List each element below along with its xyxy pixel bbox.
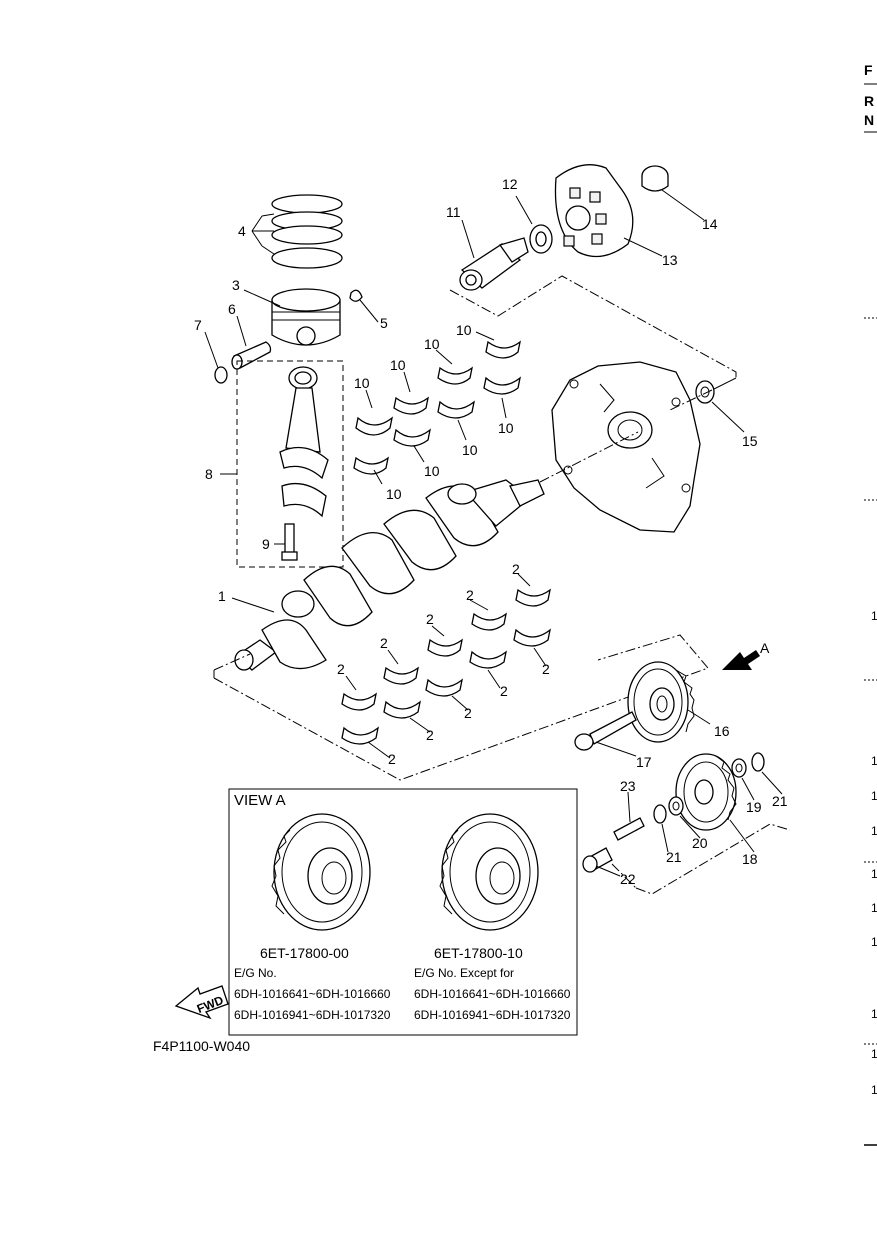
balancer-cover (554, 164, 634, 258)
drive-gear (627, 661, 695, 743)
view-a-left-code: 6ET-17800-00 (260, 945, 349, 961)
piston-pin-clip-5 (349, 289, 363, 302)
callout-21-right: 21 (772, 793, 788, 809)
plug (641, 165, 669, 192)
circlip-21-left (653, 804, 667, 824)
main-bearings (353, 340, 521, 475)
callout-2-g: 2 (466, 587, 474, 603)
rod-bolt (281, 523, 298, 561)
piston-pin (231, 341, 272, 370)
callout-17: 17 (636, 754, 652, 770)
callout-6: 6 (228, 301, 236, 317)
edge-mark-1h: 1 (871, 1007, 877, 1021)
callout-7: 7 (194, 317, 202, 333)
callout-2-c: 2 (380, 635, 388, 651)
callout-5: 5 (380, 315, 388, 331)
callout-19: 19 (746, 799, 762, 815)
edge-mark-1a: 1 (871, 609, 877, 623)
edge-mark-1j: 1 (871, 1083, 877, 1097)
edge-mark-1g: 1 (871, 935, 877, 949)
callout-labels: 1 3 4 5 6 7 8 9 11 12 13 14 15 16 17 18 … (194, 176, 788, 887)
piston (271, 288, 341, 346)
callout-2-i: 2 (512, 561, 520, 577)
crank-bearings (341, 588, 551, 745)
right-edge-marks: F R N 1 1 1 1 1 1 1 1 1 1 (864, 62, 877, 1146)
edge-mark-n: N (864, 112, 874, 128)
figure-code: F4P1100-W040 (153, 1038, 250, 1054)
view-a-left-line3: 6DH-1016941~6DH-1017320 (234, 1008, 391, 1022)
leader-lines (204, 189, 783, 877)
gear-bolt (574, 711, 637, 751)
callout-10-d: 10 (424, 463, 440, 479)
edge-mark-1b: 1 (871, 754, 877, 768)
edge-mark-1i: 1 (871, 1047, 877, 1061)
collar (582, 847, 613, 873)
view-a-right-line3: 6DH-1016941~6DH-1017320 (414, 1008, 571, 1022)
thrust-washer (529, 224, 553, 254)
view-a-right-line2: 6DH-1016641~6DH-1016660 (414, 987, 571, 1001)
piston-pin-clip-7 (214, 366, 228, 384)
edge-mark-r: R (864, 93, 874, 109)
view-a-gear-right (439, 813, 539, 931)
washer-19 (731, 758, 747, 778)
callout-21-left: 21 (666, 849, 682, 865)
view-a-gear-left (271, 813, 371, 931)
callout-10-g: 10 (456, 322, 472, 338)
crankshaft (234, 479, 545, 671)
callout-2-b: 2 (388, 751, 396, 767)
view-arrow (722, 650, 760, 670)
callout-2-a: 2 (337, 661, 345, 677)
crankcase-housing (551, 361, 701, 533)
view-a-box (228, 788, 578, 1036)
callout-11: 11 (446, 204, 461, 220)
callout-13: 13 (662, 252, 678, 268)
callout-10-e: 10 (424, 336, 440, 352)
callout-10-f: 10 (462, 442, 478, 458)
callout-15: 15 (742, 433, 758, 449)
callout-4: 4 (238, 223, 246, 239)
callout-10-h: 10 (498, 420, 514, 436)
view-a-left-line1: E/G No. (234, 966, 277, 980)
callout-2-d: 2 (426, 727, 434, 743)
callout-10-a: 10 (354, 375, 370, 391)
callout-23: 23 (620, 778, 636, 794)
callout-16: 16 (714, 723, 730, 739)
callout-8: 8 (205, 466, 213, 482)
callout-1: 1 (218, 588, 226, 604)
edge-mark-f: F (864, 62, 873, 78)
callout-2-f: 2 (464, 705, 472, 721)
callout-20: 20 (692, 835, 708, 851)
view-a-title: VIEW A (234, 792, 286, 809)
connecting-rod (279, 366, 329, 518)
view-a-right-line1: E/G No. Except for (414, 966, 514, 980)
callout-18: 18 (742, 851, 758, 867)
callout-12: 12 (502, 176, 518, 192)
piston-rings (271, 194, 343, 269)
balancer-shaft (459, 237, 529, 291)
edge-mark-1c: 1 (871, 789, 877, 803)
edge-mark-1e: 1 (871, 867, 877, 881)
callout-9: 9 (262, 536, 270, 552)
callout-3: 3 (232, 277, 240, 293)
callout-10-b: 10 (386, 486, 402, 502)
oil-seal (695, 380, 715, 404)
idler-gear (675, 753, 737, 831)
view-a-right-code: 6ET-17800-10 (434, 945, 523, 961)
callout-2-h: 2 (500, 683, 508, 699)
view-arrow-label: A (760, 640, 770, 656)
view-a-left-line2: 6DH-1016641~6DH-1016660 (234, 987, 391, 1001)
circlip-21-right (751, 752, 765, 772)
fwd-arrow (174, 985, 229, 1020)
washer-20 (668, 796, 684, 816)
edge-mark-1d: 1 (871, 824, 877, 838)
callout-14: 14 (702, 216, 718, 232)
edge-mark-1f: 1 (871, 901, 877, 915)
idler-shaft (613, 817, 645, 841)
callout-2-j: 2 (542, 661, 550, 677)
callout-2-e: 2 (426, 611, 434, 627)
callout-10-c: 10 (390, 357, 406, 373)
callout-22: 22 (620, 871, 636, 887)
